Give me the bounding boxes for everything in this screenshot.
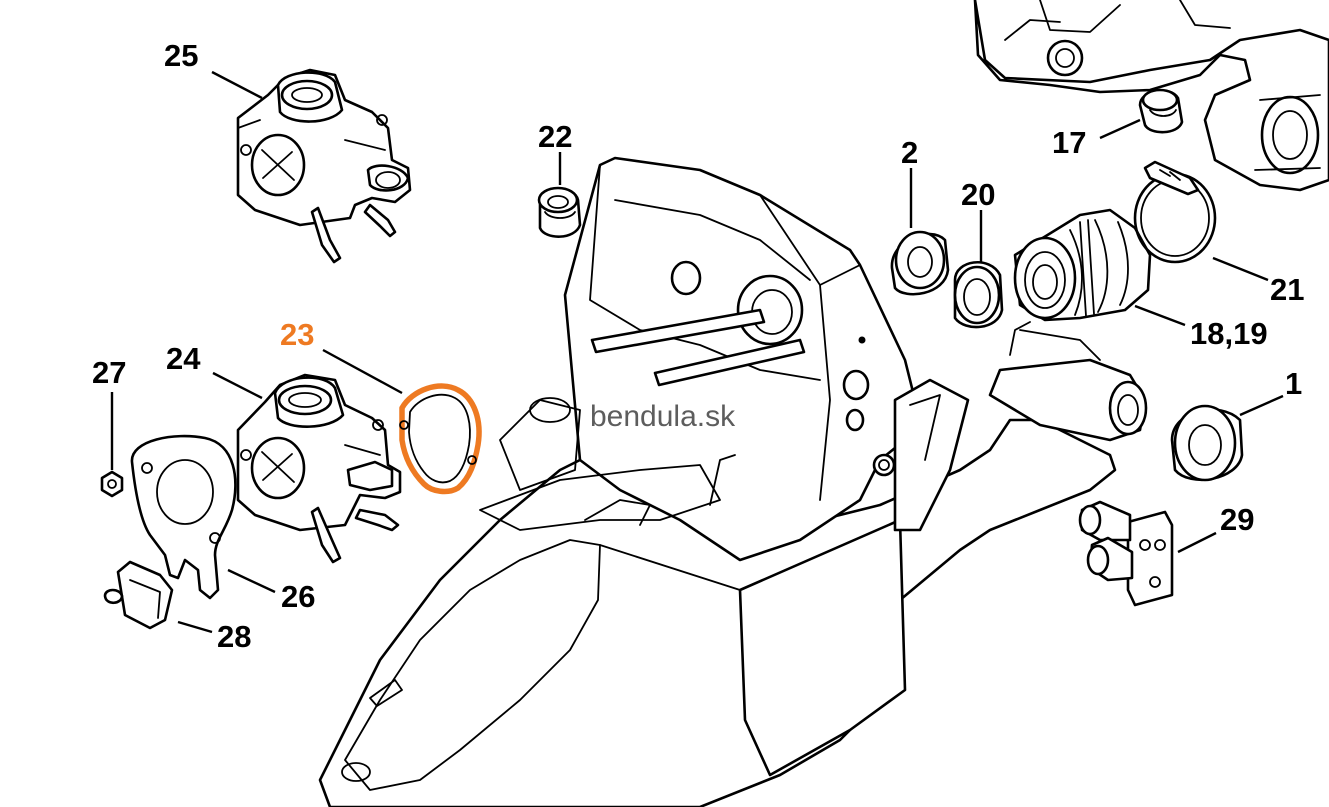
callout-21: 21: [1270, 272, 1304, 307]
grommet-22: [537, 186, 582, 238]
callout-2: 2: [901, 135, 918, 170]
intake-manifold-18-19: [1013, 208, 1152, 322]
callout-27: 27: [92, 355, 126, 390]
callout-24: 24: [166, 341, 201, 376]
callout-29: 29: [1220, 502, 1254, 537]
bushing-2: [890, 230, 950, 296]
hose-clamp-21: [1133, 160, 1217, 264]
plug-17: [1138, 88, 1184, 134]
damper-29: [1078, 500, 1174, 607]
crankcase-partial-top-right: [973, 0, 1329, 192]
main-housing: [318, 156, 1148, 807]
connector-28: [103, 560, 174, 630]
callout-labels: 25 22 2 20 17 21 18,19 23 24 27 1 29 26 …: [92, 38, 1304, 654]
plate-26: [130, 434, 237, 600]
flange-ring-20: [953, 260, 1004, 329]
callout-25: 25: [164, 38, 198, 73]
watermark-text: bendula.sk: [590, 400, 736, 433]
carburetor-25: [236, 68, 412, 264]
callout-18-19: 18,19: [1190, 316, 1268, 351]
leader-lines: [110, 70, 1284, 634]
callout-17: 17: [1052, 125, 1086, 160]
callout-1: 1: [1285, 366, 1302, 401]
callout-20: 20: [961, 177, 995, 212]
callout-22: 22: [538, 119, 572, 154]
carburetor-24: [236, 373, 402, 564]
seal-1: [1170, 404, 1244, 482]
callout-26: 26: [281, 579, 315, 614]
nut-27: [100, 470, 124, 498]
gasket-23-highlighted: [399, 383, 482, 495]
callout-23: 23: [280, 317, 314, 352]
callout-28: 28: [217, 619, 251, 654]
